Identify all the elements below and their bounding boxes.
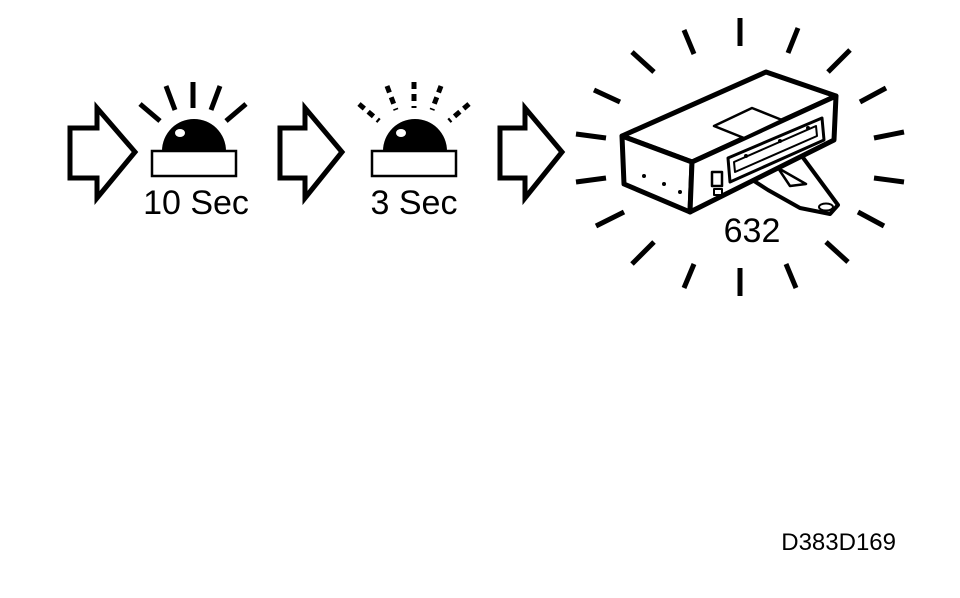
figure-code: D383D169: [781, 529, 896, 556]
right-arrow-icon: [67, 101, 139, 205]
control-unit-group: 632: [575, 18, 905, 296]
light-rays-dashed: [357, 82, 471, 123]
right-arrow-icon: [497, 101, 566, 206]
lamp-icon: [162, 119, 226, 151]
lamp-3-sec: 3 Sec: [357, 82, 471, 222]
control-unit-icon: [619, 69, 840, 216]
flash-burst: [575, 18, 905, 296]
lamp-base: [150, 149, 238, 178]
right-arrow-icon: [277, 101, 346, 206]
light-rays-solid: [138, 82, 248, 123]
step-1-duration: 10 Sec: [143, 184, 249, 222]
lamp-highlight: [396, 129, 406, 137]
lamp-highlight: [175, 129, 185, 137]
lamp-base: [370, 149, 458, 178]
control-unit-label: 632: [724, 212, 781, 250]
lamp-icon: [383, 119, 447, 151]
step-2-duration: 3 Sec: [371, 184, 458, 222]
lamp-10-sec: 10 Sec: [138, 82, 249, 222]
